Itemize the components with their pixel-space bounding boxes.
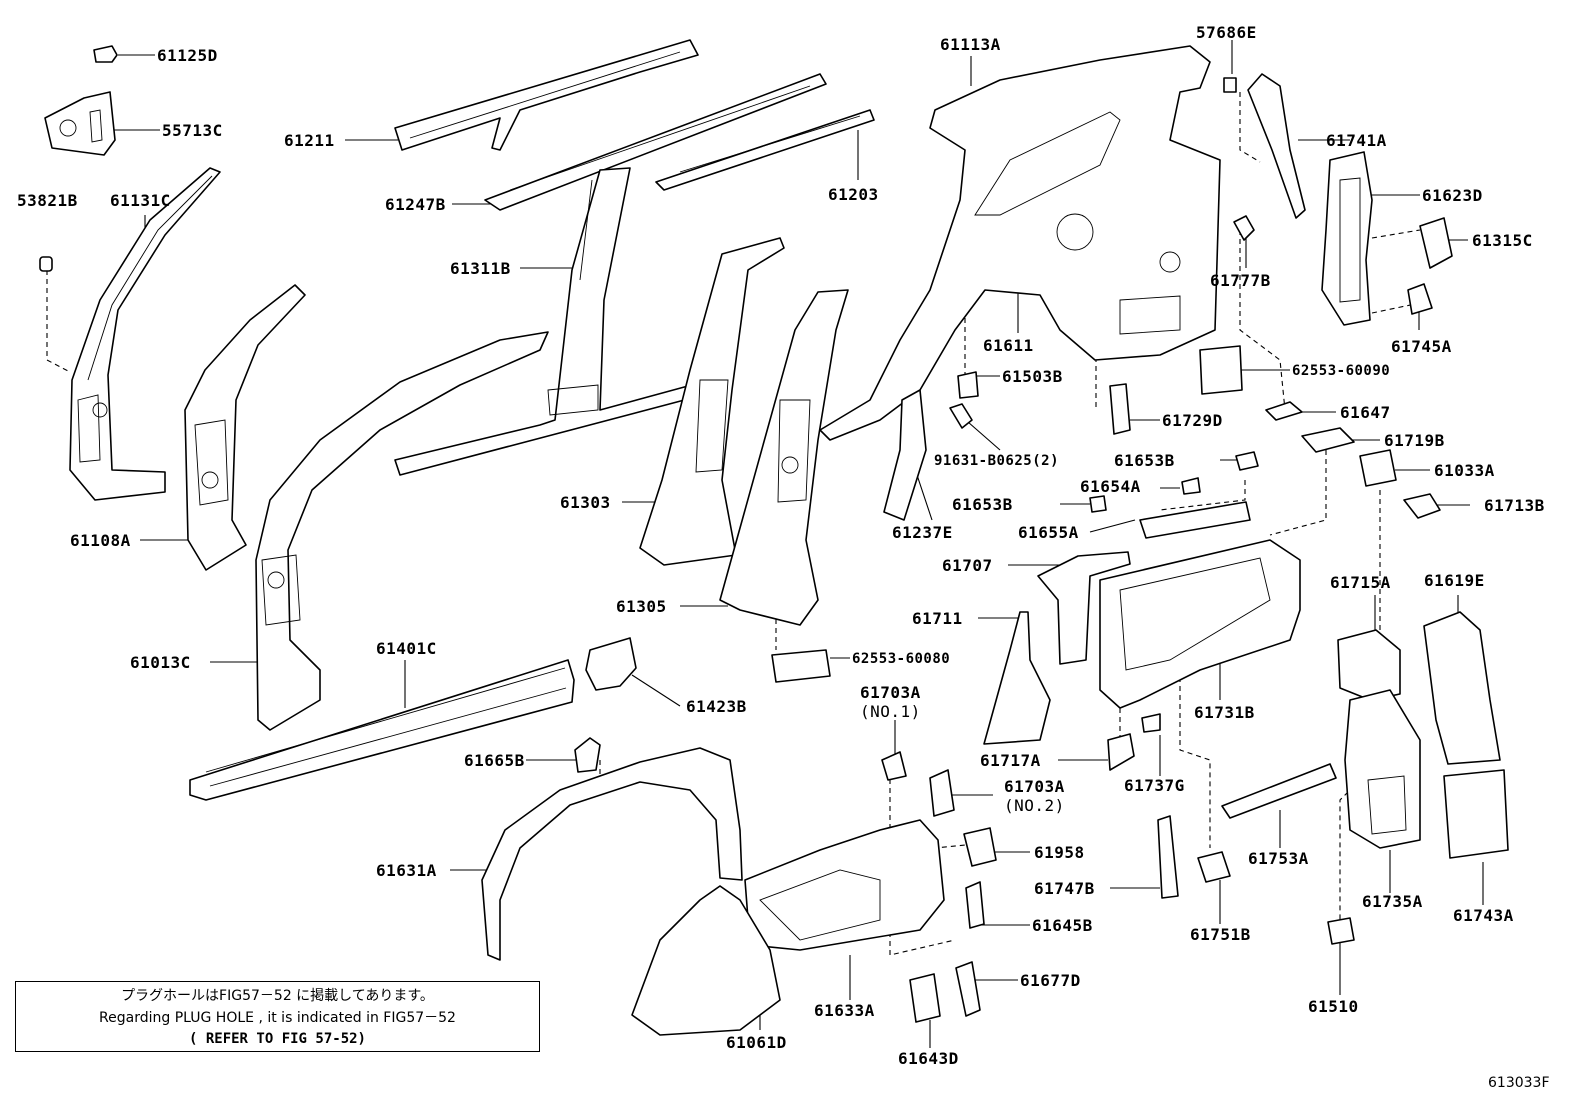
part-label-61247B: 61247B [385,195,446,214]
part-label-53821B: 53821B [17,191,78,210]
part-label-61503B: 61503B [1002,367,1063,386]
part-label-61645B: 61645B [1032,916,1093,935]
plug-hole-note: プラグホールはFIG57－52 に掲載してあります。 Regarding PLU… [15,981,540,1052]
note-line-english: Regarding PLUG HOLE , it is indicated in… [99,1010,456,1026]
part-shapes [39,39,1509,1036]
part-label-61108A: 61108A [70,531,131,550]
part-label-61958: 61958 [1034,843,1085,862]
part-label-61061D: 61061D [726,1033,787,1052]
part-label-61131C: 61131C [110,191,171,210]
part-label-61743A: 61743A [1453,906,1514,925]
part-label-61401C: 61401C [376,639,437,658]
part-label-61737G: 61737G [1124,776,1185,795]
part-label-61707: 61707 [942,556,993,575]
part-label-61719B: 61719B [1384,431,1445,450]
part-label-61747B: 61747B [1034,879,1095,898]
part-label-61731B: 61731B [1194,703,1255,722]
part-label-61013C: 61013C [130,653,191,672]
part-label-61703A-no1-note: (NO.1) [860,702,921,721]
part-label-61713B: 61713B [1484,496,1545,515]
part-label-61647: 61647 [1340,403,1391,422]
note-line-reference: ( REFER TO FIG 57-52) [188,1031,366,1047]
part-label-61753A: 61753A [1248,849,1309,868]
part-label-61305: 61305 [616,597,667,616]
note-line-japanese: プラグホールはFIG57－52 に掲載してあります。 [121,988,434,1004]
part-label-61623D: 61623D [1422,186,1483,205]
part-label-61510: 61510 [1308,997,1359,1016]
part-label-61741A: 61741A [1326,131,1387,150]
part-label-61654A: 61654A [1080,477,1141,496]
part-label-61715A: 61715A [1330,573,1391,592]
part-label-61315C: 61315C [1472,231,1533,250]
part-label-61211: 61211 [284,131,335,150]
part-label-61203: 61203 [828,185,879,204]
part-label-61619E: 61619E [1424,571,1485,590]
part-label-57686E: 57686E [1196,23,1257,42]
part-label-61717A: 61717A [980,751,1041,770]
part-label-91631-B0625: 91631-B0625(2) [934,453,1060,469]
part-label-62553-60080: 62553-60080 [852,651,951,667]
part-label-61653B-2: 61653B [952,495,1013,514]
part-label-61655A: 61655A [1018,523,1079,542]
part-label-61311B: 61311B [450,259,511,278]
leader-lines [112,40,1484,1048]
figure-code: 613033F [1488,1075,1550,1091]
part-label-61631A: 61631A [376,861,437,880]
part-label-61703A-no1: 61703A [860,683,921,702]
part-label-61423B: 61423B [686,697,747,716]
part-label-61735A: 61735A [1362,892,1423,911]
part-label-61643D: 61643D [898,1049,959,1068]
part-label-61711: 61711 [912,609,963,628]
part-label-61303: 61303 [560,493,611,512]
part-label-61703A-no2-note: (NO.2) [1004,796,1065,815]
part-label-61677D: 61677D [1020,971,1081,990]
part-label-62553-60090: 62553-60090 [1292,363,1391,379]
part-label-61751B: 61751B [1190,925,1251,944]
part-label-61033A: 61033A [1434,461,1495,480]
part-label-61703A-no2: 61703A [1004,777,1065,796]
part-label-61653B: 61653B [1114,451,1175,470]
part-label-61237E: 61237E [892,523,953,542]
part-label-55713C: 55713C [162,121,223,140]
part-label-61729D: 61729D [1162,411,1223,430]
part-label-61113A: 61113A [940,35,1001,54]
part-label-61665B: 61665B [464,751,525,770]
part-label-61633A: 61633A [814,1001,875,1020]
part-label-61125D: 61125D [157,46,218,65]
part-label-61611: 61611 [983,336,1034,355]
part-label-61777B: 61777B [1210,271,1271,290]
part-label-61745A: 61745A [1391,337,1452,356]
